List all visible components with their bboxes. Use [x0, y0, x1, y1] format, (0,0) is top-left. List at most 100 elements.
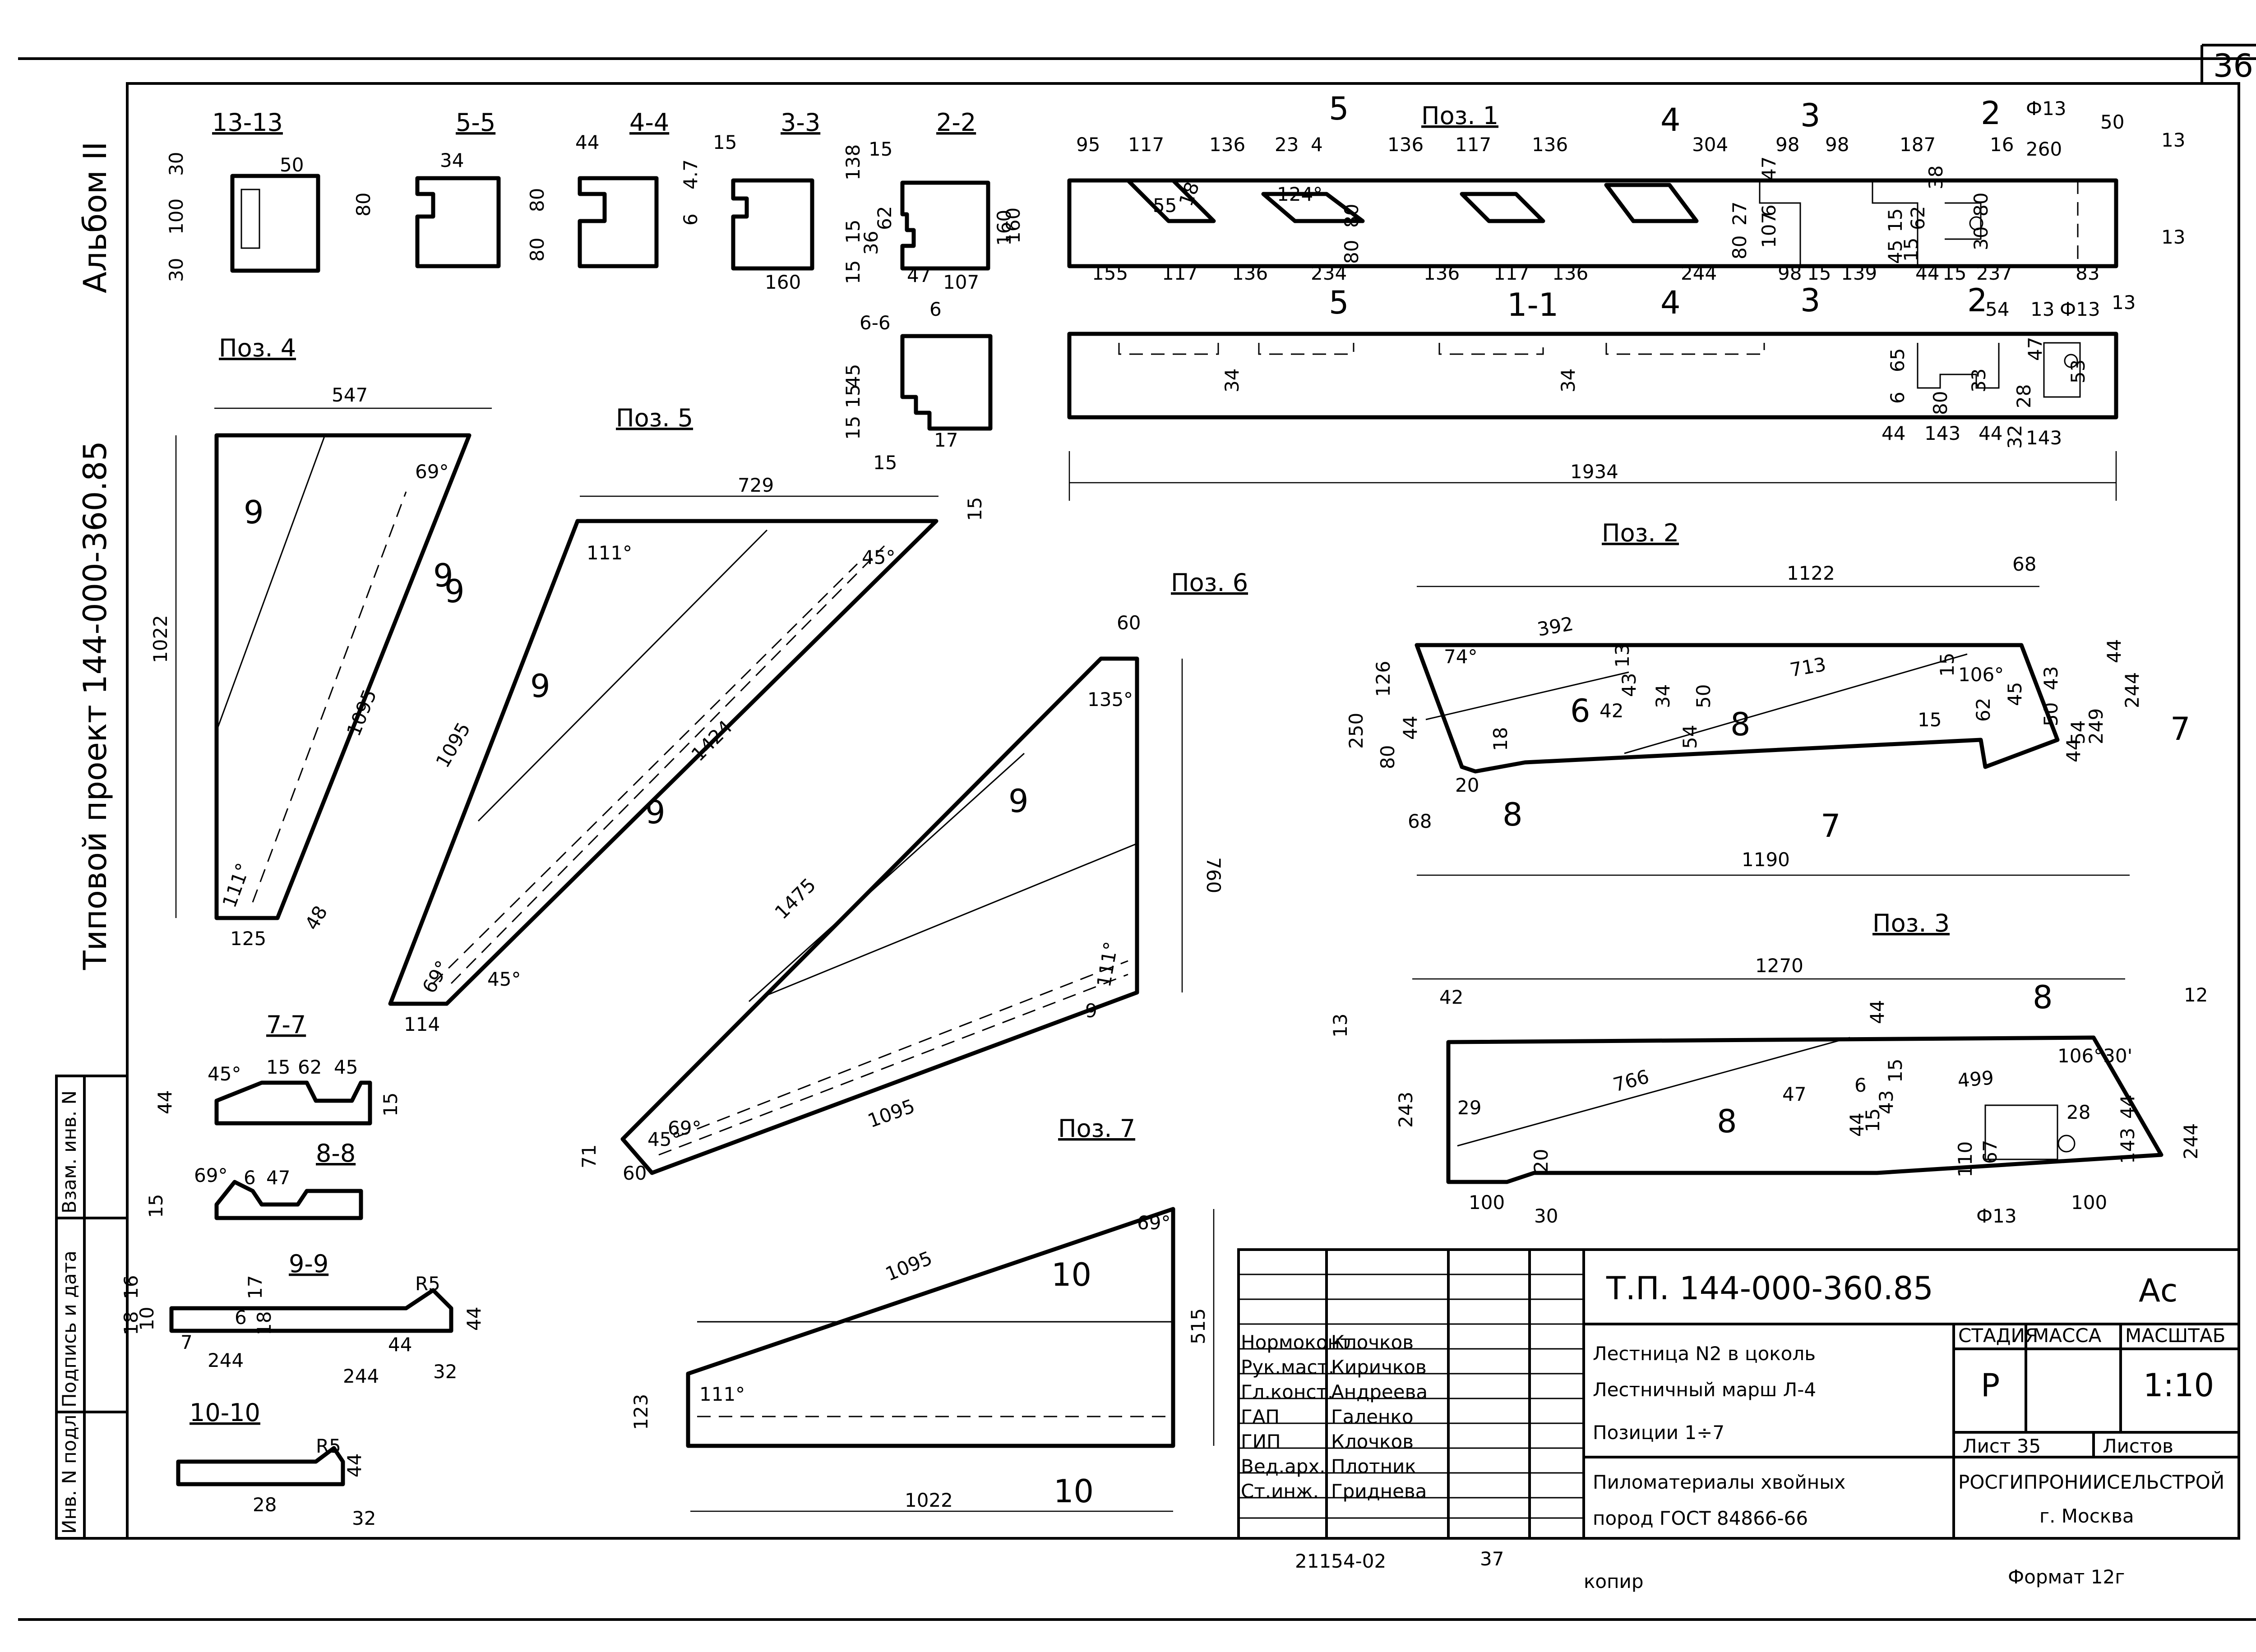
- svg-text:499: 499: [1957, 1066, 1995, 1092]
- svg-text:13: 13: [2030, 298, 2054, 320]
- svg-text:60: 60: [623, 1162, 647, 1184]
- svg-text:126: 126: [1372, 661, 1394, 697]
- svg-text:Ф13: Ф13: [2060, 298, 2100, 320]
- project-label: Типовой проект 144-000-360.85: [77, 441, 114, 970]
- organization: РОСГИПРОНИИСЕЛЬСТРОЙ: [1958, 1471, 2224, 1493]
- section-7-7: 7-7 45° 15 62 45 44 15: [154, 1011, 402, 1126]
- svg-text:69°: 69°: [415, 461, 448, 483]
- svg-text:2: 2: [1967, 282, 1988, 319]
- svg-text:95: 95: [1076, 134, 1100, 156]
- svg-text:106°30': 106°30': [2057, 1045, 2132, 1067]
- svg-text:62: 62: [1907, 206, 1929, 230]
- pos-4-drawing: Поз. 4 547 1022 69° 1095 9 9 111° 125 48: [149, 334, 492, 950]
- svg-text:9: 9: [530, 668, 550, 705]
- svg-text:69°: 69°: [1137, 1212, 1170, 1234]
- svg-text:42: 42: [1600, 700, 1623, 722]
- section-6-6: 6-6 15 45 15 15 17: [842, 312, 993, 474]
- svg-text:34: 34: [1557, 369, 1579, 392]
- svg-text:28: 28: [2013, 384, 2035, 408]
- svg-text:5: 5: [1329, 90, 1349, 127]
- svg-text:3-3: 3-3: [781, 108, 820, 137]
- svg-text:62: 62: [874, 206, 896, 230]
- svg-text:547: 547: [332, 384, 368, 406]
- svg-text:6: 6: [929, 298, 942, 320]
- svg-text:8: 8: [1730, 706, 1751, 743]
- svg-text:114: 114: [404, 1013, 440, 1035]
- svg-text:1095: 1095: [342, 686, 381, 739]
- svg-text:1122: 1122: [1787, 562, 1835, 584]
- title-line-2: Лестничный марш Л-4: [1593, 1379, 1816, 1401]
- section-2-2: 2-2 15 138 62 160 15 36 15 47 107 6: [842, 108, 1024, 320]
- svg-text:45°: 45°: [862, 546, 895, 568]
- svg-text:18: 18: [253, 1311, 275, 1335]
- svg-text:7: 7: [1821, 808, 1841, 844]
- svg-text:15: 15: [873, 452, 897, 474]
- svg-text:760: 760: [1202, 857, 1225, 893]
- pos-6-drawing: Поз. 6 60 135° 9 760 1475 111° 9 1095 45…: [578, 568, 1248, 1184]
- sig-role-2: Гл.конст.: [1241, 1381, 1333, 1403]
- svg-text:8-8: 8-8: [316, 1139, 356, 1167]
- svg-text:Поз. 2: Поз. 2: [1602, 519, 1679, 547]
- svg-text:50: 50: [1692, 684, 1715, 708]
- footer-page: 37: [1480, 1548, 1504, 1570]
- svg-text:15: 15: [145, 1194, 167, 1218]
- svg-text:1095: 1095: [431, 719, 475, 771]
- sig-name-3: Галенко: [1331, 1406, 1414, 1428]
- svg-text:17: 17: [934, 429, 958, 451]
- svg-text:15: 15: [842, 384, 864, 408]
- svg-text:30: 30: [1970, 226, 1992, 250]
- svg-text:8: 8: [2033, 979, 2053, 1016]
- svg-text:15: 15: [1807, 262, 1831, 284]
- svg-text:8: 8: [1502, 796, 1523, 833]
- svg-text:20: 20: [1530, 1149, 1552, 1173]
- svg-text:111°: 111°: [587, 542, 632, 564]
- svg-text:Поз. 3: Поз. 3: [1872, 909, 1950, 937]
- svg-text:43: 43: [1875, 1090, 1897, 1114]
- svg-text:50: 50: [280, 154, 304, 176]
- sig-role-6: Ст.инж.: [1241, 1480, 1319, 1502]
- svg-text:304: 304: [1692, 134, 1728, 156]
- svg-text:55: 55: [1153, 194, 1177, 217]
- svg-text:1475: 1475: [770, 874, 820, 923]
- sig-name-1: Киричков: [1331, 1356, 1427, 1378]
- svg-text:44: 44: [1399, 716, 1421, 740]
- svg-text:6: 6: [1758, 204, 1780, 217]
- svg-text:69°: 69°: [194, 1164, 227, 1186]
- sheet-frame: 36: [18, 44, 2256, 1621]
- svg-text:15: 15: [1918, 709, 1942, 731]
- svg-text:50: 50: [2040, 702, 2062, 726]
- section-title: 13-13: [212, 108, 283, 137]
- svg-text:1190: 1190: [1742, 849, 1790, 871]
- svg-text:47: 47: [1782, 1083, 1806, 1105]
- svg-text:17: 17: [244, 1275, 266, 1299]
- stamp-inv-repl: Взам. инв. N: [58, 1090, 80, 1214]
- svg-text:98: 98: [1778, 262, 1802, 284]
- svg-text:124°: 124°: [1277, 183, 1322, 205]
- svg-text:47: 47: [907, 264, 931, 286]
- sig-name-4: Клочков: [1331, 1431, 1414, 1453]
- svg-text:34: 34: [1652, 684, 1674, 708]
- pos-3-drawing: Поз. 3 1270 42 13 766 8 8 499 106°30' 44…: [1329, 909, 2208, 1227]
- svg-text:47: 47: [1758, 157, 1780, 180]
- svg-text:Поз. 7: Поз. 7: [1058, 1114, 1135, 1143]
- svg-text:1-1: 1-1: [1507, 286, 1558, 323]
- footer-number: 21154-02: [1295, 1550, 1386, 1572]
- sig-role-3: ГАП: [1241, 1406, 1280, 1428]
- stamp-sign-date: Подпись и дата: [58, 1251, 80, 1407]
- svg-text:44: 44: [154, 1090, 176, 1114]
- svg-text:45°: 45°: [208, 1063, 241, 1085]
- pos-5-drawing: Поз. 5 729 15 111° 45° 1095 9 9 1424 9 6…: [388, 404, 986, 1035]
- stamp-inv-orig: Инв. N подл.: [58, 1409, 80, 1534]
- svg-text:80: 80: [352, 193, 374, 217]
- sig-name-5: Плотник: [1331, 1455, 1416, 1477]
- stage-header: СТАДИЯ: [1958, 1324, 2038, 1347]
- scale-value: 1:10: [2143, 1367, 2214, 1404]
- svg-text:4-4: 4-4: [629, 108, 669, 137]
- svg-text:1095: 1095: [882, 1247, 935, 1285]
- svg-text:107: 107: [1758, 212, 1780, 248]
- svg-text:106°: 106°: [1958, 664, 2004, 686]
- svg-text:44: 44: [1866, 1000, 1888, 1024]
- svg-text:43: 43: [2040, 666, 2062, 690]
- svg-text:15: 15: [842, 220, 864, 244]
